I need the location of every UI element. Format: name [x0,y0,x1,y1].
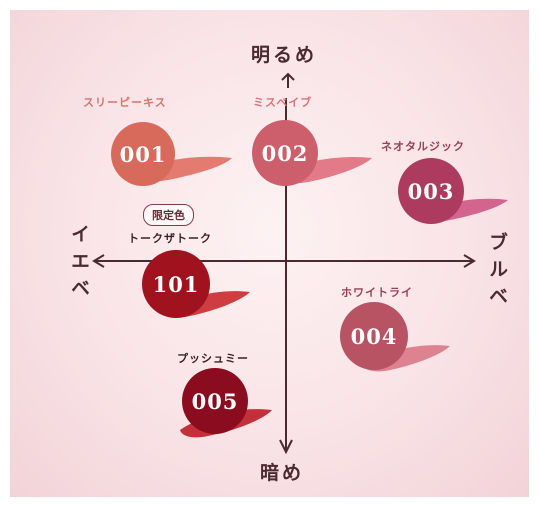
right-arrowhead [463,254,476,268]
swatch-002: 002 [252,120,318,186]
product-code-005: 005 [191,388,239,414]
swatch-101: 101 [142,250,210,318]
product-name-001: スリーピーキス [83,96,167,109]
product-code-001: 001 [119,141,167,167]
lip-color-chart: 明るめ 暗め イエベ ブルベ スリーピーキス 001 ミスベイブ 002 ネオタ… [10,10,529,497]
limited-color-badge: 限定色 [143,204,194,226]
product-code-101: 101 [152,271,200,297]
product-name-004: ホワイトライ [341,286,413,299]
swatch-003: 003 [398,158,464,224]
swatch-004: 004 [340,302,408,370]
swatch-005: 005 [182,368,248,434]
product-name-005: プッシュミー [177,352,249,365]
product-name-101: トークザトーク [128,232,212,245]
product-name-002: ミスベイブ [253,96,313,109]
axis-label-bright: 明るめ [251,44,318,66]
axis-label-dark: 暗め [260,462,305,484]
product-code-004: 004 [350,323,398,349]
product-code-002: 002 [261,140,309,166]
product-code-003: 003 [407,178,455,204]
up-arrowhead [281,72,295,81]
swatch-001: 001 [111,122,175,186]
left-arrowhead [92,254,105,268]
axis-label-yellow-base: イエベ [68,224,90,305]
product-name-003: ネオタルジック [381,140,465,153]
down-arrowhead [279,439,293,455]
axis-label-blue-base: ブルベ [486,232,508,313]
